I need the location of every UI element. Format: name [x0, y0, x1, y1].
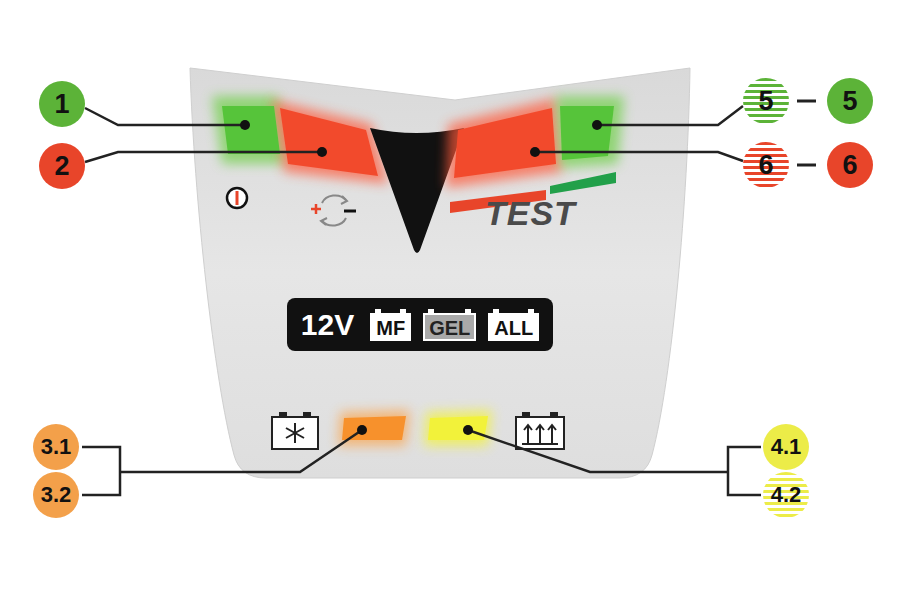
callout-circle: 4.2 [763, 472, 809, 518]
test-label: TEST [485, 196, 576, 230]
terminal-tab [493, 309, 499, 313]
terminal-tab [528, 309, 534, 313]
battery-type-box: GEL [423, 313, 476, 341]
terminal-tab [465, 309, 471, 313]
callout-number: 5 [842, 88, 857, 115]
left-leds [212, 96, 388, 184]
terminal-tab [428, 309, 434, 313]
callout-circle: 2 [39, 143, 85, 189]
control-panel: TEST 12V MF GEL ALL [190, 60, 690, 478]
callout-circle: 6 [827, 142, 873, 188]
bottom-leds [338, 410, 492, 446]
callout-circle: 4.1 [763, 424, 809, 470]
terminal-tab [375, 309, 381, 313]
power-symbol [227, 188, 247, 208]
panel-shield [190, 68, 690, 478]
battery-type-label: GEL [429, 318, 470, 338]
callout-number: 3.2 [41, 484, 72, 506]
callout-circle: 3.2 [33, 472, 79, 518]
callout-number: 6 [758, 152, 773, 179]
callout-number: 1 [54, 91, 69, 118]
charge-battery-icon [516, 412, 564, 449]
leader-lines [82, 101, 816, 495]
callout-number: 3.1 [41, 436, 72, 458]
callout-number: 4.1 [771, 436, 802, 458]
battery-type-box: MF [370, 313, 411, 341]
leader-dots [240, 120, 602, 435]
battery-type-box: ALL [488, 313, 539, 341]
callout-circle: 5 [743, 78, 789, 124]
voltage-label: 12V [301, 310, 354, 340]
callout-number: 4.2 [771, 484, 802, 506]
cold-battery-icon [272, 412, 318, 449]
callout-circle: 3.1 [33, 424, 79, 470]
callout-circle: 5 [827, 78, 873, 124]
battery-type-label: MF [376, 318, 405, 338]
terminal-tab [400, 309, 406, 313]
cycle-symbol [311, 195, 356, 225]
callout-circle: 1 [39, 81, 85, 127]
callout-number: 5 [758, 88, 773, 115]
callout-circle: 6 [743, 142, 789, 188]
battery-type-label: ALL [494, 318, 533, 338]
callout-number: 6 [842, 152, 857, 179]
battery-type-band: 12V MF GEL ALL [287, 298, 553, 351]
callout-number: 2 [54, 153, 69, 180]
